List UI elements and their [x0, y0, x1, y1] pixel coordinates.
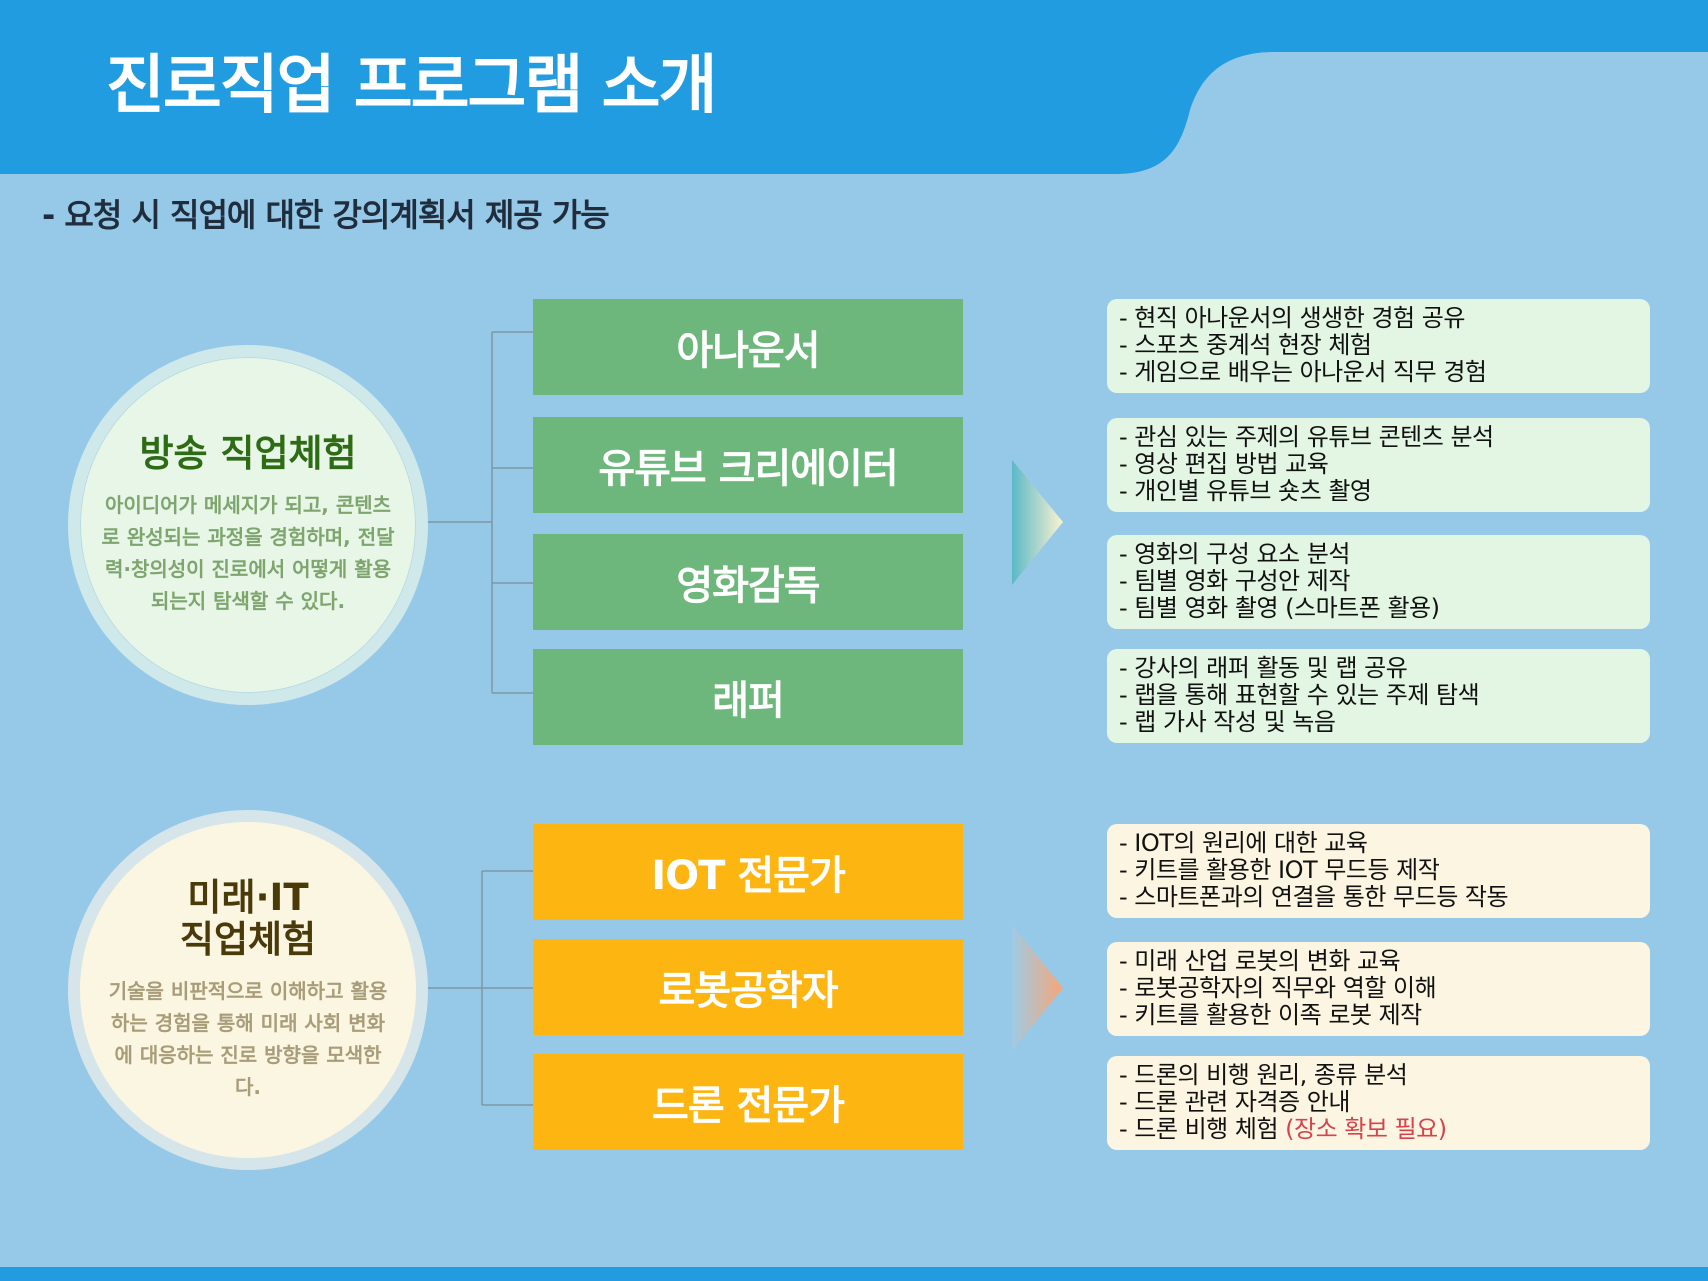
group-description: 아이디어가 메세지가 되고, 콘텐츠로 완성되는 과정을 경험하며, 전달력·창…	[101, 493, 395, 613]
program-rapper: 래퍼	[533, 649, 963, 745]
detail-line: - 현직 아나운서의 생생한 경험 공유	[1119, 304, 1465, 332]
group-description: 기술을 비판적으로 이해하고 활용하는 경험을 통해 미래 사회 변화에 대응하…	[108, 979, 388, 1099]
footer-band	[0, 1267, 1708, 1281]
detail-line: - 드론 관련 자격증 안내	[1119, 1088, 1350, 1116]
arrow-right-icon	[1012, 925, 1063, 1051]
group-heading: 방송 직업체험	[139, 432, 357, 475]
program-details-drone-expert: - 드론의 비행 원리, 종류 분석 - 드론 관련 자격증 안내 - 드론 비…	[1107, 1056, 1650, 1150]
program-drone-expert: 드론 전문가	[533, 1054, 963, 1150]
detail-line: - 영상 편집 방법 교육	[1119, 450, 1329, 478]
program-details-film-director: - 영화의 구성 요소 분석 - 팀별 영화 구성안 제작 - 팀별 영화 촬영…	[1107, 535, 1650, 629]
detail-line: - 관심 있는 주제의 유튜브 콘텐츠 분석	[1119, 423, 1494, 451]
future-it-experience-circle: 미래·IT 직업체험 기술을 비판적으로 이해하고 활용하는 경험을 통해 미래…	[68, 810, 428, 1170]
detail-text: - 드론 비행 체험	[1119, 1115, 1286, 1143]
program-details-announcer: - 현직 아나운서의 생생한 경험 공유 - 스포츠 중계석 현장 체험 - 게…	[1107, 299, 1650, 393]
header-band	[0, 0, 1708, 174]
program-details-iot-expert: - IOT의 원리에 대한 교육 - 키트를 활용한 IOT 무드등 제작 - …	[1107, 824, 1650, 918]
detail-line: - 팀별 영화 촬영 (스마트폰 활용)	[1119, 594, 1440, 622]
detail-line: - 팀별 영화 구성안 제작	[1119, 567, 1350, 595]
program-youtube-creator: 유튜브 크리에이터	[533, 417, 963, 513]
detail-line: - 게임으로 배우는 아나운서 직무 경험	[1119, 358, 1487, 386]
detail-line: - 강사의 래퍼 활동 및 랩 공유	[1119, 654, 1408, 682]
detail-line: - 개인별 유튜브 숏츠 촬영	[1119, 477, 1372, 505]
detail-line: - 로봇공학자의 직무와 역할 이해	[1119, 974, 1437, 1002]
program-robotics-engineer: 로봇공학자	[533, 939, 963, 1035]
connector-lines-it	[418, 870, 533, 1106]
detail-line: - IOT의 원리에 대한 교육	[1119, 829, 1368, 857]
program-film-director: 영화감독	[533, 534, 963, 630]
program-iot-expert: IOT 전문가	[533, 824, 963, 920]
detail-line: - 영화의 구성 요소 분석	[1119, 540, 1350, 568]
arrow-right-icon	[1012, 460, 1063, 585]
program-details-rapper: - 강사의 래퍼 활동 및 랩 공유 - 랩을 통해 표현할 수 있는 주제 탐…	[1107, 649, 1650, 743]
detail-line: - 랩을 통해 표현할 수 있는 주제 탐색	[1119, 681, 1480, 709]
group-heading-line1: 미래·IT	[187, 876, 309, 919]
group-heading-line2: 직업체험	[179, 918, 317, 961]
detail-line: - 미래 산업 로봇의 변화 교육	[1119, 947, 1401, 975]
warning-note: (장소 확보 필요)	[1285, 1115, 1447, 1143]
broadcast-experience-circle: 방송 직업체험 아이디어가 메세지가 되고, 콘텐츠로 완성되는 과정을 경험하…	[68, 345, 428, 705]
page-title: 진로직업 프로그램 소개	[106, 49, 717, 123]
detail-line: - 드론의 비행 원리, 종류 분석	[1119, 1061, 1408, 1089]
detail-line: - 랩 가사 작성 및 녹음	[1119, 708, 1336, 736]
program-details-youtube-creator: - 관심 있는 주제의 유튜브 콘텐츠 분석 - 영상 편집 방법 교육 - 개…	[1107, 418, 1650, 512]
program-announcer: 아나운서	[533, 299, 963, 395]
detail-line: - 스마트폰과의 연결을 통한 무드등 작동	[1119, 883, 1509, 911]
detail-line: - 스포츠 중계석 현장 체험	[1119, 331, 1372, 359]
program-details-robotics-engineer: - 미래 산업 로봇의 변화 교육 - 로봇공학자의 직무와 역할 이해 - 키…	[1107, 942, 1650, 1036]
page-subtitle: - 요청 시 직업에 대한 강의계획서 제공 가능	[42, 196, 610, 234]
detail-line: - 키트를 활용한 IOT 무드등 제작	[1119, 856, 1440, 884]
connector-lines-broadcast	[418, 331, 533, 694]
detail-line: - 키트를 활용한 이족 로봇 제작	[1119, 1001, 1422, 1029]
detail-line-with-note: - 드론 비행 체험 (장소 확보 필요)	[1119, 1116, 1636, 1143]
